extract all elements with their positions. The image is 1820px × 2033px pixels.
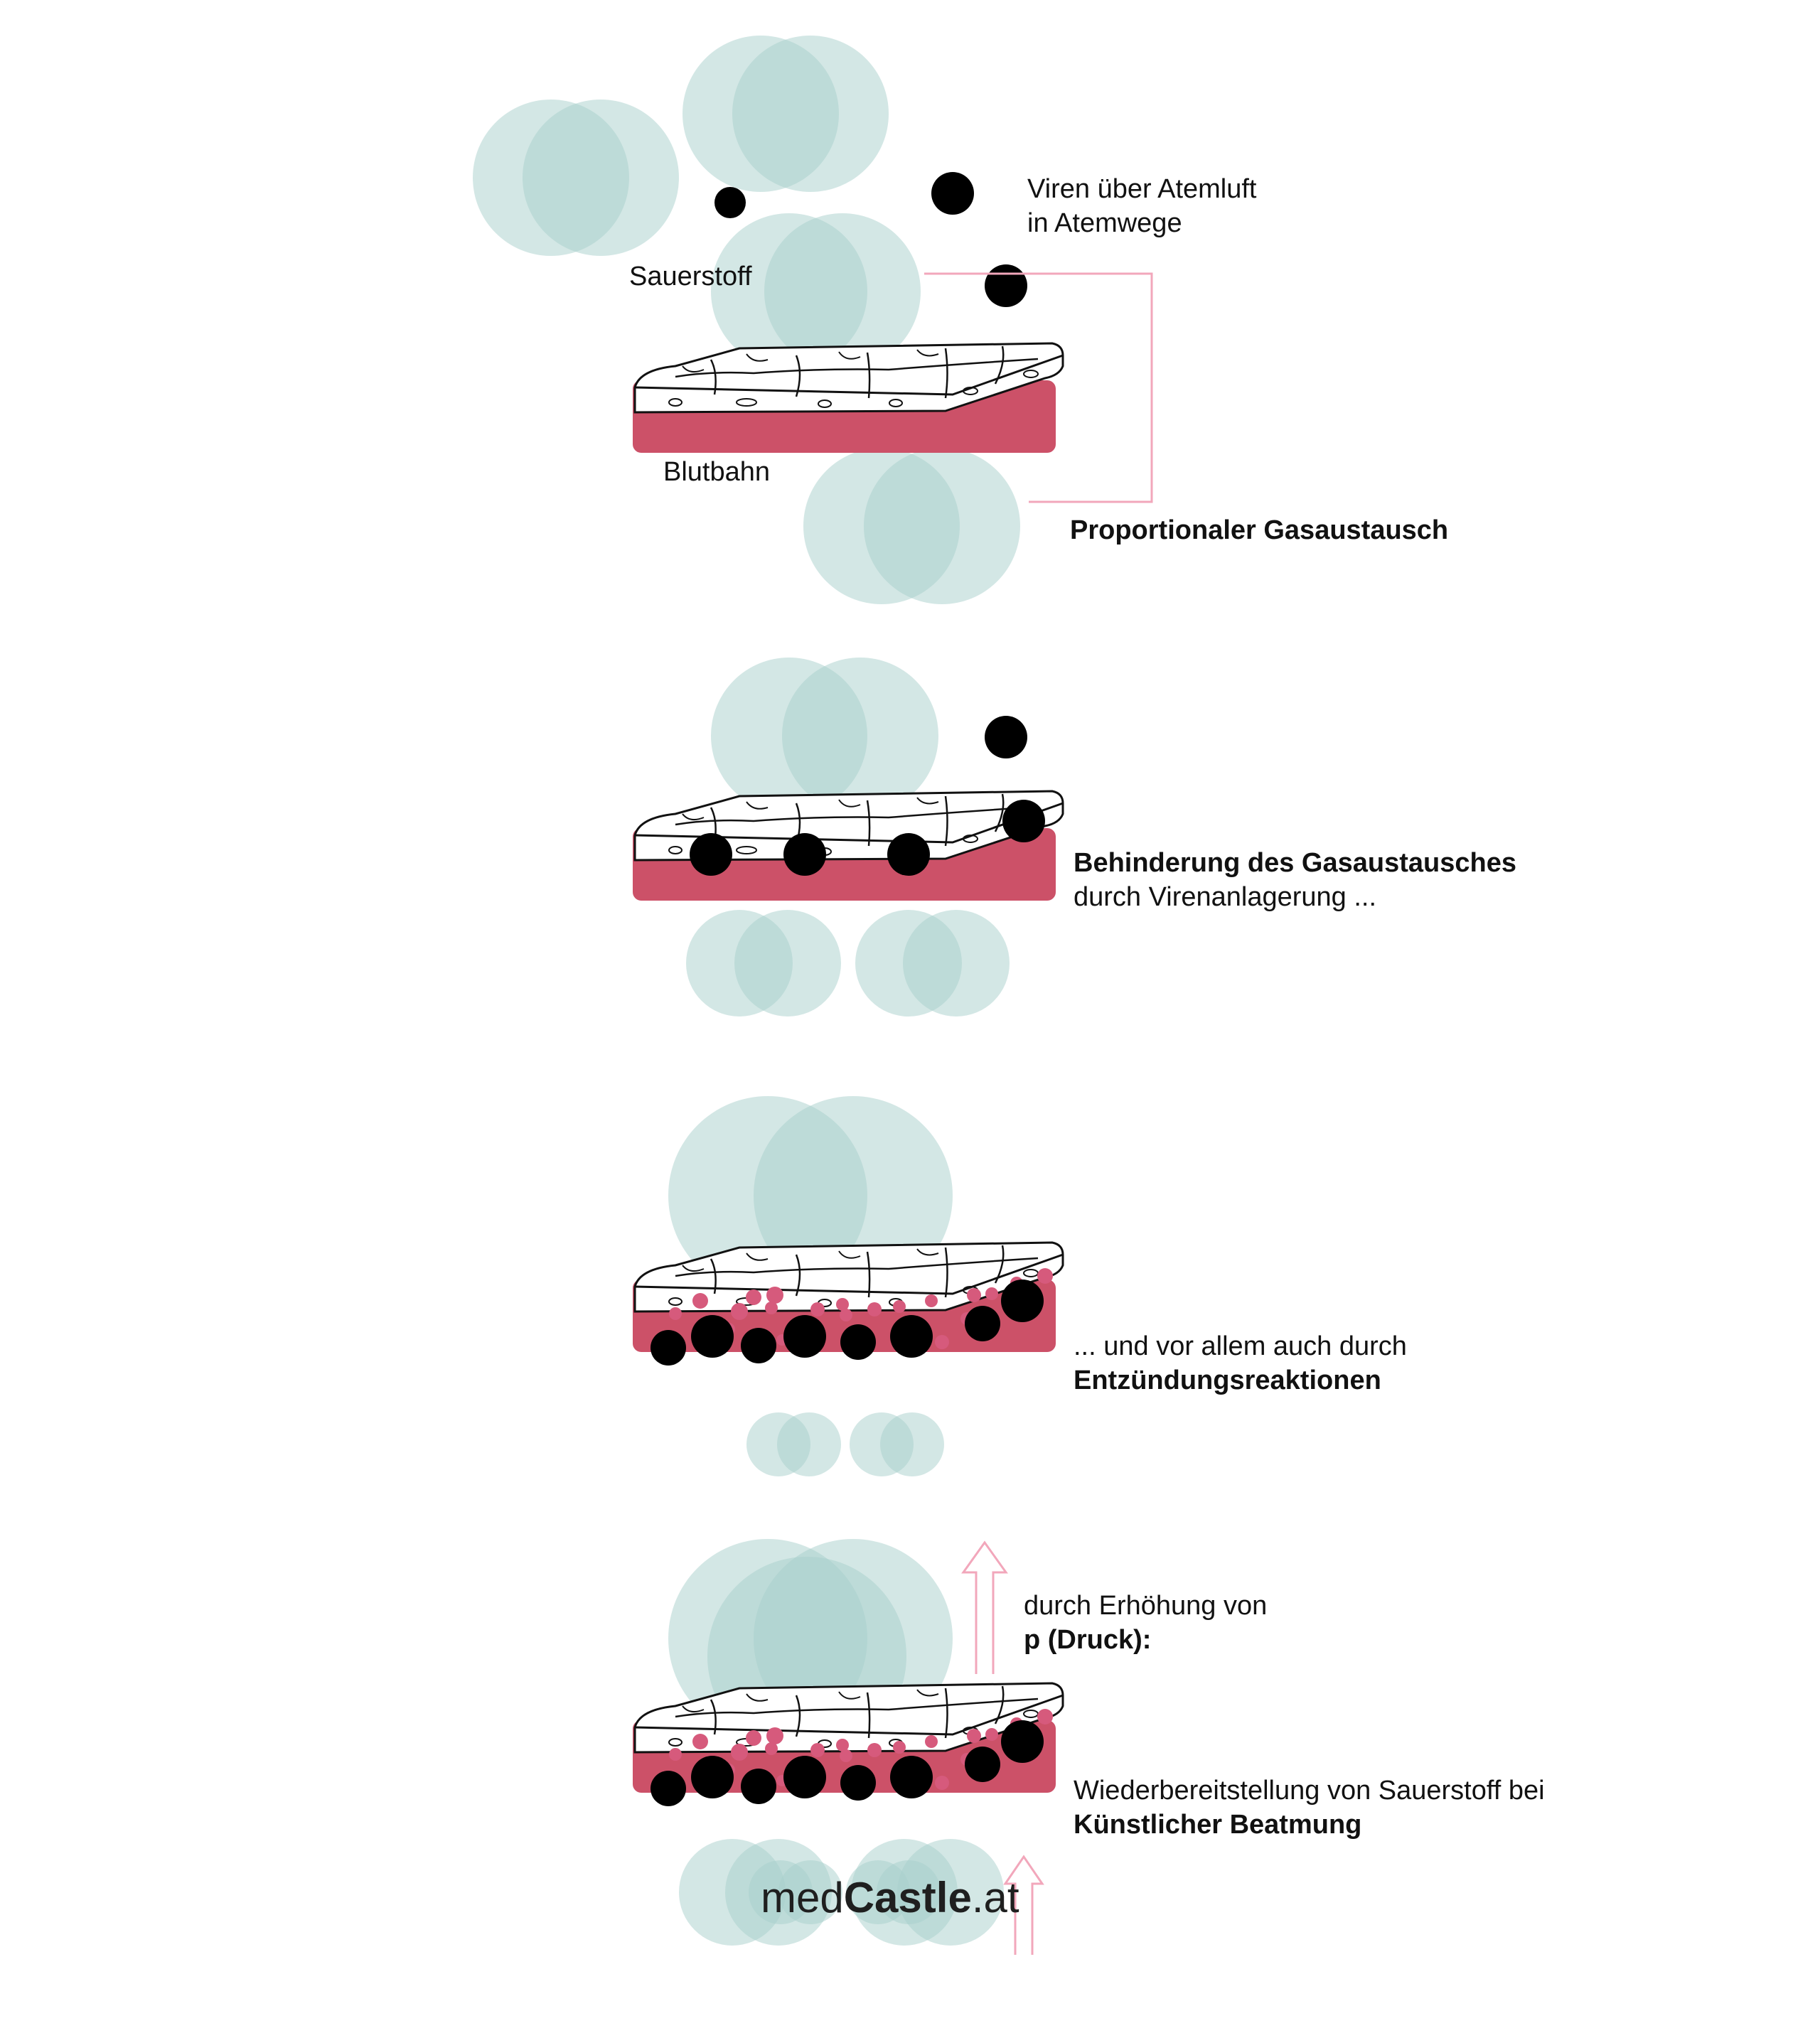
logo-part-domain: .at <box>971 1874 1019 1921</box>
caption-ventilation-bold: Künstlicher Beatmung <box>1074 1810 1362 1840</box>
pressure-arrow-bottom-icon <box>1003 1855 1044 1955</box>
virus-label-line1: Viren über Atemluft <box>1027 174 1257 204</box>
oxygen-molecules <box>473 36 1020 604</box>
logo-part-med: med <box>761 1874 844 1921</box>
connector-line <box>924 272 1153 503</box>
caption-inflammation-line1: ... und vor allem auch durch <box>1074 1331 1407 1361</box>
panel-inflammation <box>631 1096 1064 1476</box>
caption-proportional: Proportionaler Gasaustausch <box>1070 515 1449 545</box>
caption-inflammation-bold: Entzündungsreaktionen <box>1074 1366 1381 1395</box>
panel-ventilation <box>631 1539 1064 1955</box>
oxygen-label: Sauerstoff <box>629 262 752 291</box>
virus-particles <box>714 172 1027 307</box>
medcastle-logo: medCastle.at <box>761 1873 1019 1922</box>
caption-ventilation-line1: Wiederbereitstellung von Sauerstoff bei <box>1074 1776 1545 1806</box>
blood-label: Blutbahn <box>663 457 771 487</box>
virus-label-line2: in Atemwege <box>1027 208 1182 238</box>
logo-part-castle: Castle <box>843 1874 972 1921</box>
pressure-arrow-up-icon <box>961 1540 1008 1674</box>
caption-obstruction-rest: durch Virenanlagerung ... <box>1074 882 1377 912</box>
alveolar-tissue <box>631 342 1064 454</box>
caption-obstruction-bold: Behinderung des Gasaustausches <box>1074 848 1516 878</box>
pressure-label-line1: durch Erhöhung von <box>1024 1591 1268 1621</box>
panel-virus-attachment <box>631 658 1064 1016</box>
panel-proportional-exchange <box>473 36 1153 604</box>
pressure-label-bold: p (Druck): <box>1024 1625 1152 1655</box>
